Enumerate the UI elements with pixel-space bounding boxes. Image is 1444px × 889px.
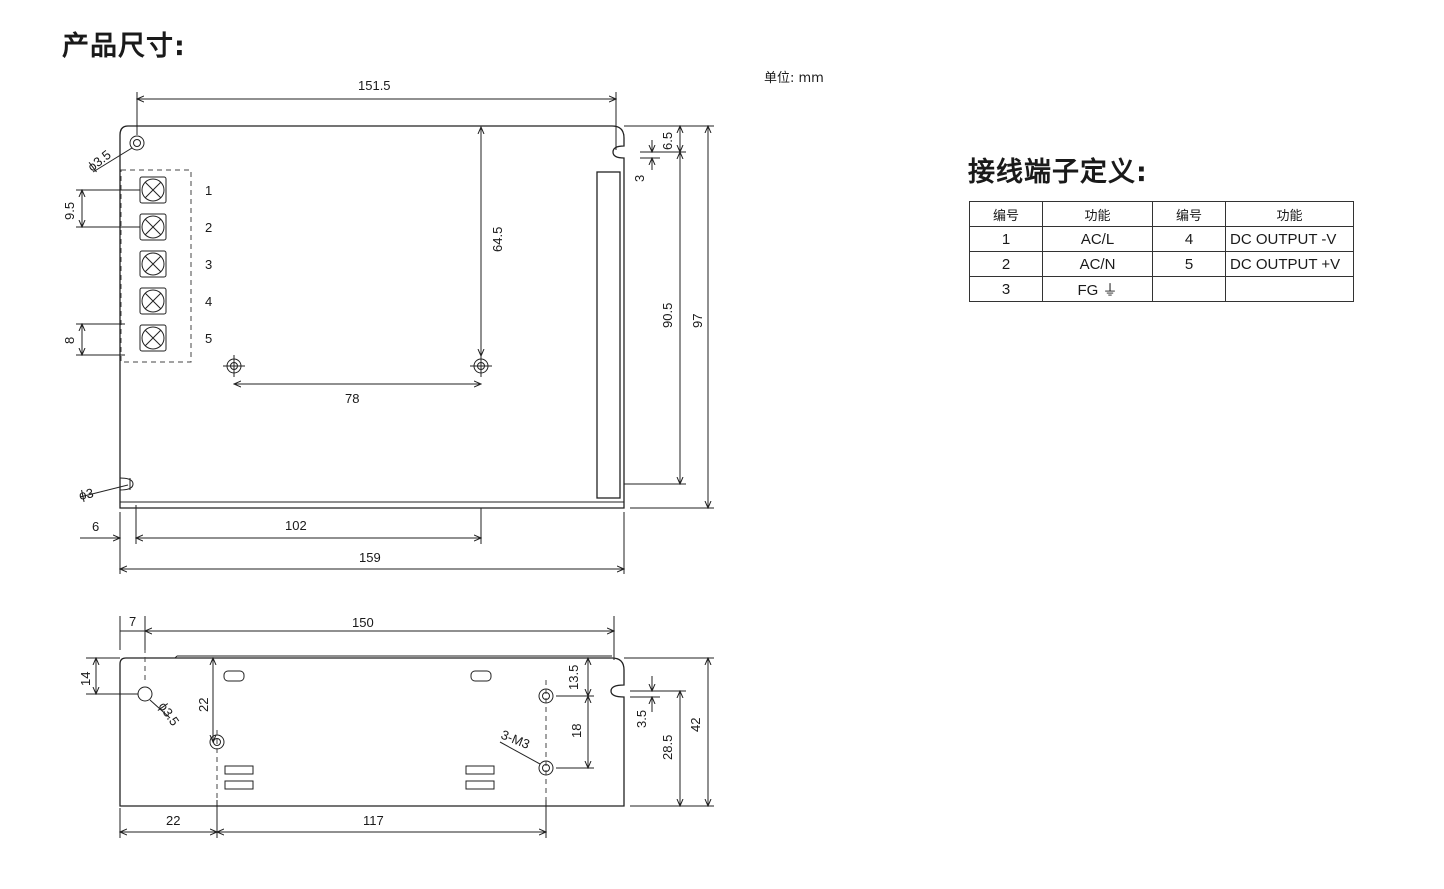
dim-label: 3-M3: [499, 727, 532, 752]
dim-label: 151.5: [358, 78, 391, 93]
vent-slot: [224, 765, 254, 775]
mount-hole: [470, 355, 492, 377]
dimensions-heading: 产品尺寸:: [62, 31, 186, 62]
table-cell: DC OUTPUT +V: [1225, 251, 1354, 277]
dim-label: 64.5: [490, 227, 505, 252]
dim-label: ϕ3.5: [156, 699, 183, 728]
dim-label: 97: [690, 314, 705, 328]
table-cell: FG ⏚: [1042, 276, 1153, 302]
vent-slot: [465, 780, 495, 790]
dim-label: 14: [78, 672, 93, 686]
table-header-row: 编号 功能 编号 功能: [969, 201, 1354, 227]
dim-label: 102: [285, 518, 307, 533]
terminal-number: 4: [205, 294, 212, 309]
heatsink-bar: [596, 171, 621, 499]
mount-hole: [223, 355, 245, 377]
dim-label: 6: [92, 519, 99, 534]
vent-slot: [470, 670, 492, 682]
mount-hole: [129, 135, 145, 151]
table-row: 3 FG ⏚: [969, 276, 1354, 302]
side-view-outline: [119, 657, 625, 807]
dim-label: 42: [688, 718, 703, 732]
top-view-outline: [119, 125, 625, 509]
table-cell: 5: [1152, 251, 1226, 277]
terminal-screws: [139, 176, 167, 352]
dim-label: 117: [363, 813, 384, 828]
dim-label: 150: [352, 615, 374, 630]
terminal-number: 3: [205, 257, 212, 272]
terminal-table: 编号 功能 编号 功能 1 AC/L 4 DC OUTPUT -V 2 AC/N…: [969, 201, 1354, 302]
table-cell: DC OUTPUT -V: [1225, 226, 1354, 252]
vent-slot: [223, 670, 245, 682]
table-cell: 1: [969, 226, 1043, 252]
dim-label: 6.5: [660, 132, 675, 150]
top-view: 1 2 3 4 5 151.5 ϕ3.5 9.5 8 64.5 78: [62, 78, 714, 574]
side-view: 7 150 14 ϕ3.5 22 13.5 18 3-M3 3.5 28.5: [78, 614, 714, 838]
dim-label: 28.5: [660, 735, 675, 760]
table-row: 1 AC/L 4 DC OUTPUT -V: [969, 226, 1354, 252]
table-cell: [1225, 276, 1354, 302]
dim-label: ϕ3.5: [85, 147, 114, 174]
dim-label: 159: [359, 550, 381, 565]
col-header-number: 编号: [969, 201, 1043, 227]
table-cell: 2: [969, 251, 1043, 277]
col-header-function: 功能: [1225, 201, 1354, 227]
dim-label: 13.5: [566, 665, 581, 690]
table-cell: AC/N: [1042, 251, 1153, 277]
terminal-number: 2: [205, 220, 212, 235]
dim-label: 78: [345, 391, 359, 406]
dim-label: 22: [196, 698, 211, 712]
dim-label: 8: [62, 337, 77, 344]
vent-slot: [465, 765, 495, 775]
dim-label: 3: [632, 175, 647, 182]
dim-label: 90.5: [660, 303, 675, 328]
unit-note: 单位: mm: [764, 71, 824, 86]
dim-label: 3.5: [634, 710, 649, 728]
col-header-function: 功能: [1042, 201, 1153, 227]
dim-label: ϕ3: [78, 485, 95, 503]
table-cell: AC/L: [1042, 226, 1153, 252]
col-header-number: 编号: [1152, 201, 1226, 227]
dim-label: 9.5: [62, 202, 77, 220]
table-cell: 3: [969, 276, 1043, 302]
mount-hole: [137, 686, 153, 702]
table-cell: 4: [1152, 226, 1226, 252]
dim-label: 22: [166, 813, 180, 828]
dim-label: 7: [129, 614, 136, 629]
dimension-drawing: 1 2 3 4 5 151.5 ϕ3.5 9.5 8 64.5 78: [62, 78, 714, 838]
dim-label: 18: [569, 724, 584, 738]
terminal-block: [120, 169, 192, 363]
terminal-number: 5: [205, 331, 212, 346]
terminal-number: 1: [205, 183, 212, 198]
vent-slot: [224, 780, 254, 790]
table-row: 2 AC/N 5 DC OUTPUT +V: [969, 251, 1354, 277]
table-cell: [1152, 276, 1226, 302]
terminal-definition-heading: 接线端子定义:: [968, 157, 1148, 188]
